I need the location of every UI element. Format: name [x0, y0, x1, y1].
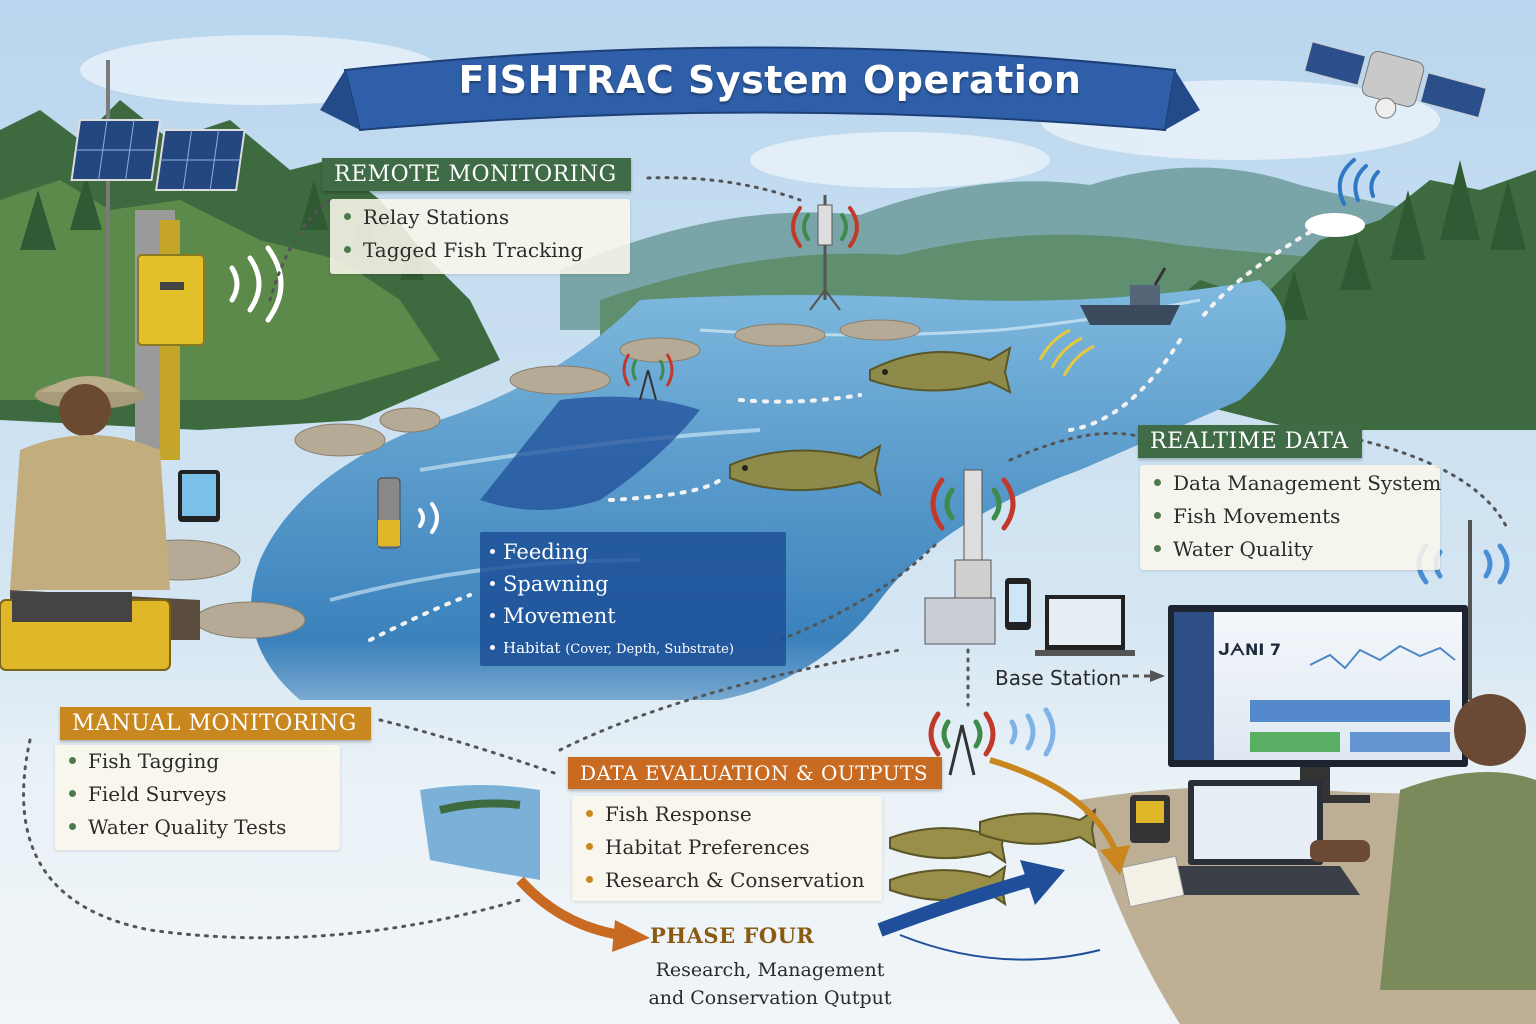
bullet-icon	[1154, 512, 1161, 519]
phase-four-line-1: Research, Management	[655, 959, 885, 981]
list-item: Data Management System	[1154, 467, 1441, 500]
data-evaluation-heading: DATA EVALUATION & OUTPUTS	[568, 757, 943, 789]
bullet-icon	[490, 549, 495, 554]
list-item: Feeding	[490, 536, 786, 568]
bullet-icon	[490, 581, 495, 586]
bullet-icon	[69, 790, 76, 797]
phase-four-line-2: and Conservation Qutput	[648, 987, 892, 1009]
list-item: Spawning	[490, 568, 786, 600]
phase-four-description: Research, Management and Conservation Qu…	[600, 956, 940, 1012]
dashboard-screen-text: ᒍᗅNI 7	[1218, 640, 1281, 659]
bullet-icon	[1154, 545, 1161, 552]
bullet-icon	[586, 843, 593, 850]
remote-monitoring-panel: Relay Stations Tagged Fish Tracking	[330, 199, 630, 274]
bullet-icon	[586, 810, 593, 817]
bullet-icon	[344, 246, 351, 253]
list-item: Field Surveys	[69, 778, 340, 811]
bullet-icon	[1154, 479, 1161, 486]
list-item: Movement	[490, 600, 786, 632]
list-item: Relay Stations	[344, 201, 630, 234]
list-item: Habitat Preferences	[586, 831, 882, 864]
manual-monitoring-panel: Fish Tagging Field Surveys Water Quality…	[55, 745, 340, 850]
list-item: Fish Movements	[1154, 500, 1440, 533]
fish-behaviour-panel: Feeding Spawning Movement Habitat (Cover…	[480, 532, 786, 666]
list-item: Fish Tagging	[69, 745, 340, 778]
page-title: FISHTRAC System Operation	[458, 58, 1082, 102]
list-item: Tagged Fish Tracking	[344, 234, 630, 267]
bullet-icon	[344, 213, 351, 220]
manual-monitoring-heading: MANUAL MONITORING	[60, 707, 371, 740]
bullet-icon	[490, 613, 495, 618]
data-evaluation-panel: Fish Response Habitat Preferences Resear…	[572, 796, 882, 901]
base-station-label: Base Station	[995, 666, 1122, 690]
phase-four-title: PHASE FOUR	[650, 923, 815, 948]
list-item: Fish Response	[586, 798, 882, 831]
realtime-data-panel: Data Management System Fish Movements Wa…	[1140, 465, 1441, 570]
bullet-icon	[490, 644, 495, 650]
bullet-icon	[69, 823, 76, 830]
list-item: Water Quality	[1154, 533, 1440, 566]
list-item: Research & Conservation	[586, 864, 882, 897]
realtime-data-heading: REALTIME DATA	[1138, 425, 1363, 458]
bullet-icon	[586, 876, 593, 883]
remote-monitoring-heading: REMOTE MONITORING	[322, 158, 631, 191]
list-item: Water Quality Tests	[69, 811, 340, 844]
bullet-icon	[69, 757, 76, 764]
list-item: Habitat (Cover, Depth, Substrate)	[490, 632, 786, 666]
